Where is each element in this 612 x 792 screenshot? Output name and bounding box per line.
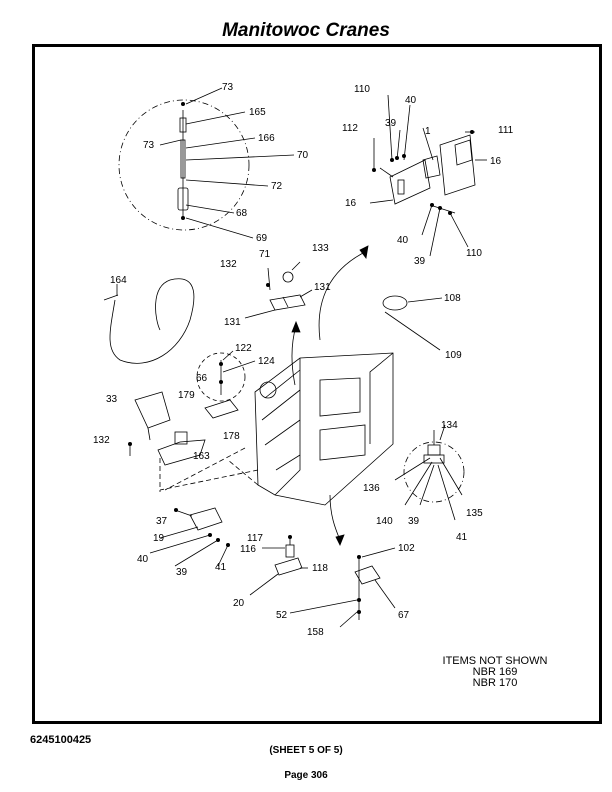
callout: 136 xyxy=(363,483,380,494)
callout: 112 xyxy=(342,123,358,134)
callout: 111 xyxy=(498,125,514,136)
callout: 122 xyxy=(235,343,252,354)
cab-body xyxy=(254,352,394,506)
callout: 40 xyxy=(397,235,409,246)
callout: 164 xyxy=(110,275,127,286)
callout: 158 xyxy=(307,627,324,638)
callout: 133 xyxy=(312,243,329,254)
callout: 118 xyxy=(312,563,328,574)
callout: 132 xyxy=(93,435,110,446)
callout: 70 xyxy=(297,150,309,161)
callout: 39 xyxy=(385,118,397,129)
callout: 166 xyxy=(258,133,275,144)
callout: 40 xyxy=(137,554,149,565)
callout: 20 xyxy=(233,598,245,609)
callout: 73 xyxy=(143,140,155,151)
callout: 39 xyxy=(408,516,420,527)
callout: 178 xyxy=(223,431,240,442)
callout: 40 xyxy=(405,95,417,106)
sheet-indicator: (SHEET 5 OF 5) xyxy=(269,745,343,756)
detail-circle-pin xyxy=(118,99,250,231)
page-title: Manitowoc Cranes xyxy=(222,20,390,41)
callout: 69 xyxy=(256,233,268,244)
callout: 165 xyxy=(249,107,266,118)
callout: 16 xyxy=(345,198,357,209)
callout: 110 xyxy=(466,248,482,259)
callout: 131 xyxy=(314,282,331,293)
callout: 41 xyxy=(456,532,468,543)
callout: 39 xyxy=(176,567,188,578)
diagram-frame xyxy=(32,44,602,724)
callout: 68 xyxy=(236,208,248,219)
callout: 1 xyxy=(425,126,431,137)
callout: 37 xyxy=(156,516,168,527)
callout: 140 xyxy=(376,516,393,527)
callout: 108 xyxy=(444,293,461,304)
callout: 135 xyxy=(466,508,483,519)
callout: 102 xyxy=(398,543,415,554)
callout: 132 xyxy=(220,259,237,270)
items-not-shown-item: NBR 169 xyxy=(472,666,518,678)
callout: 41 xyxy=(215,562,227,573)
callout: 66 xyxy=(196,373,208,384)
callout: 117 xyxy=(247,533,263,544)
callout: 116 xyxy=(240,544,256,555)
callout: 110 xyxy=(354,84,370,95)
callout: 52 xyxy=(276,610,288,621)
callout: 72 xyxy=(271,181,283,192)
callout: 131 xyxy=(224,317,241,328)
callout: 67 xyxy=(398,610,410,621)
callout: 39 xyxy=(414,256,426,267)
callout: 163 xyxy=(193,451,210,462)
callout: 109 xyxy=(445,350,462,361)
callout: 124 xyxy=(258,356,275,367)
items-not-shown-item: NBR 170 xyxy=(472,677,518,689)
callout: 134 xyxy=(441,420,458,431)
callout: 19 xyxy=(153,533,165,544)
callout: 16 xyxy=(490,156,502,167)
items-not-shown-heading: ITEMS NOT SHOWN xyxy=(442,655,548,667)
items-not-shown-note: ITEMS NOT SHOWN NBR 169 NBR 170 xyxy=(430,656,560,689)
callout: 71 xyxy=(259,249,271,260)
document-number: 6245100425 xyxy=(30,734,92,746)
callout: 179 xyxy=(178,390,195,401)
callout: 33 xyxy=(106,394,118,405)
page-number: Page 306 xyxy=(284,770,328,781)
callout: 73 xyxy=(222,82,234,93)
